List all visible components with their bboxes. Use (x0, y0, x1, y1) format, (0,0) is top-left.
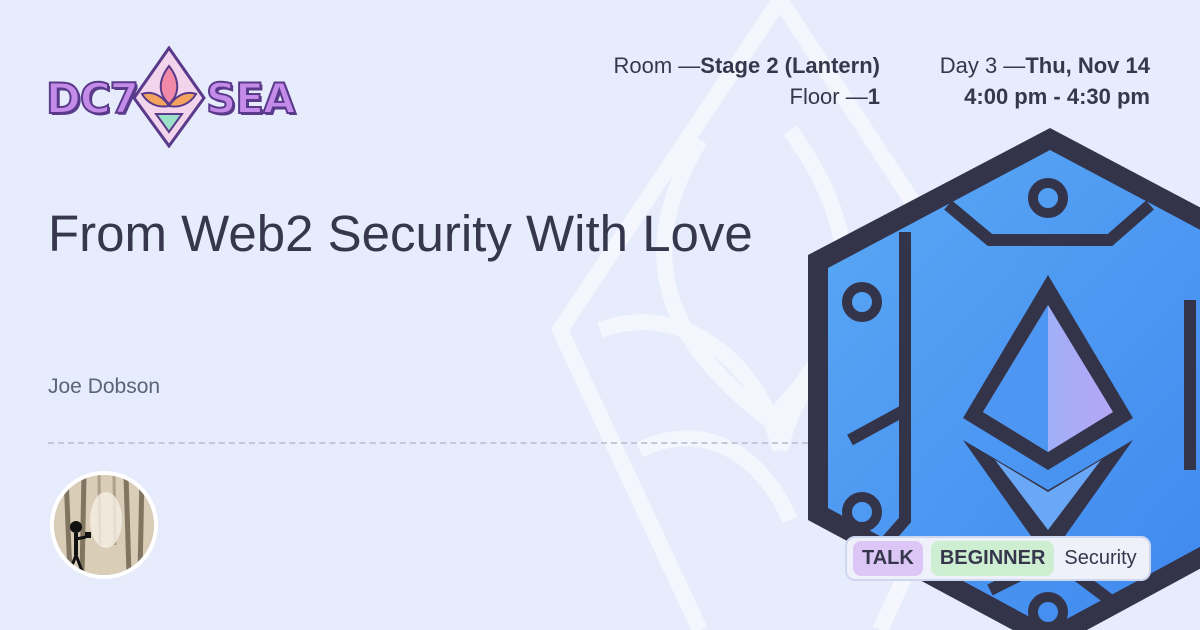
room-label: Room — (613, 53, 701, 78)
day-line: Day 3 —Thu, Nov 14 (940, 50, 1150, 81)
floor-label: Floor — (789, 84, 868, 109)
logo-text-left: DC7 (45, 73, 140, 124)
time-value: 4:00 pm - 4:30 pm (964, 84, 1150, 109)
tag-level: BEGINNER (930, 541, 1055, 576)
ethereum-hexagon-icon (808, 128, 1200, 630)
room-value: Stage 2 (Lantern) (700, 53, 880, 78)
tag-topic: Security (1064, 547, 1137, 569)
tag-type: TALK (853, 541, 923, 576)
room-line: Room —Stage 2 (Lantern) (614, 50, 881, 81)
room-info: Room —Stage 2 (Lantern) Floor —1 (614, 50, 881, 112)
session-title: From Web2 Security With Love (48, 205, 753, 262)
day-label: Day 3 — (939, 53, 1026, 78)
divider (48, 442, 808, 444)
logo-text-right: SEA (205, 73, 296, 124)
date-value: Thu, Nov 14 (1025, 53, 1150, 78)
schedule-info: Day 3 —Thu, Nov 14 4:00 pm - 4:30 pm (940, 50, 1150, 112)
time-line: 4:00 pm - 4:30 pm (940, 81, 1150, 112)
avatar-image (54, 475, 154, 575)
lotus-diamond-icon (132, 46, 206, 148)
event-logo: DC7 SEA (45, 46, 296, 148)
tag-list: TALK BEGINNER Security (845, 536, 1151, 581)
avatar (50, 471, 158, 579)
floor-line: Floor —1 (614, 81, 881, 112)
floor-value: 1 (867, 84, 880, 109)
speaker-name: Joe Dobson (48, 375, 161, 398)
